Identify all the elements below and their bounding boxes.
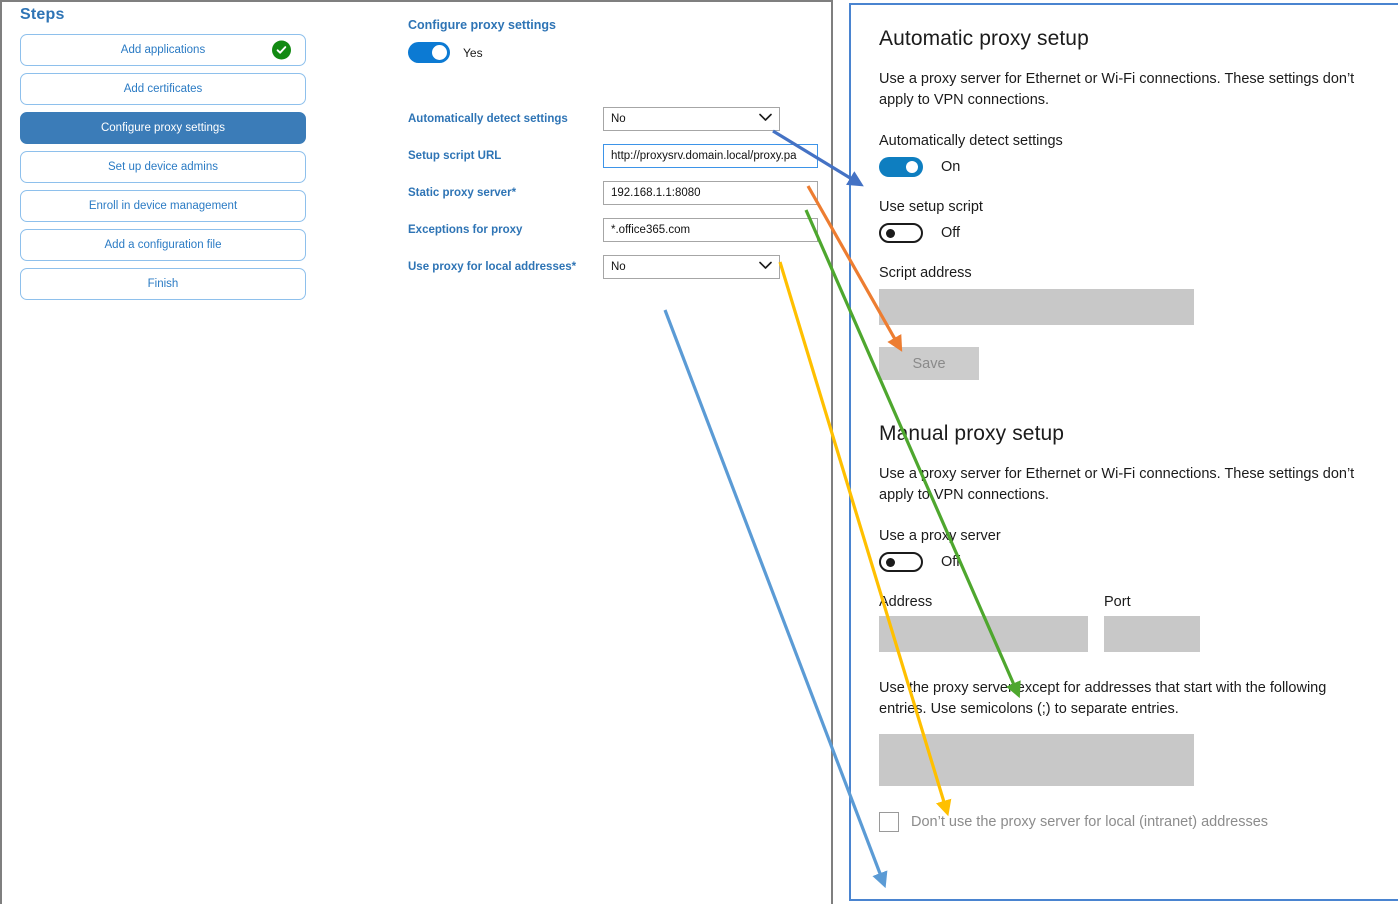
use-a-proxy-server-toggle[interactable]	[879, 552, 923, 573]
input-exceptions-for-proxy[interactable]: *.office365.com	[603, 218, 818, 242]
frame-left-border	[0, 0, 2, 904]
use-a-proxy-server-toggle-row: Off	[879, 552, 1370, 573]
field-label-setup-script-url: Setup script URL	[408, 150, 502, 162]
auto-detect-settings-toggle-row: On	[879, 157, 1370, 178]
step-label: Configure proxy settings	[100, 122, 225, 134]
step-label: Add certificates	[123, 83, 203, 95]
input-value: *.office365.com	[611, 224, 691, 236]
toggle-knob	[906, 161, 918, 174]
step-button-set-up-device-admins[interactable]: Set up device admins	[20, 151, 306, 183]
required-marker: *	[571, 261, 577, 273]
address-port-row: Address Port	[879, 594, 1370, 653]
use-a-proxy-server-label: Use a proxy server	[879, 528, 1001, 545]
step-button-finish[interactable]: Finish	[20, 268, 306, 300]
required-marker: *	[511, 187, 517, 199]
select-use-proxy-for-local-addresses[interactable]: No	[603, 255, 780, 279]
select-value: No	[611, 261, 626, 273]
script-address-label: Script address	[879, 265, 972, 282]
address-input[interactable]	[879, 616, 1088, 653]
vertical-divider	[831, 0, 833, 904]
proxy-configuration-form: Configure proxy settings Yes Automatical…	[408, 18, 818, 292]
field-label-use-proxy-for-local-addresses: Use proxy for local addresses*	[408, 261, 577, 273]
use-setup-script-toggle[interactable]	[879, 223, 923, 244]
frame-top-border	[0, 0, 832, 2]
field-row-use-proxy-for-local-addresses: Use proxy for local addresses* No	[408, 255, 818, 279]
auto-detect-settings-label: Automatically detect settings	[879, 133, 1063, 150]
windows-proxy-settings-panel: Automatic proxy setup Use a proxy server…	[849, 3, 1398, 901]
field-label-static-proxy-server: Static proxy server*	[408, 187, 517, 199]
address-label: Address	[879, 594, 933, 611]
configure-proxy-toggle-label: Yes	[463, 45, 483, 60]
select-value: No	[611, 113, 626, 125]
field-row-setup-script-url: Setup script URL http://proxysrv.domain.…	[408, 144, 818, 168]
form-heading: Configure proxy settings	[408, 18, 556, 32]
automatic-proxy-setup-heading: Automatic proxy setup	[879, 27, 1089, 50]
auto-detect-settings-toggle[interactable]	[879, 157, 923, 178]
script-address-input[interactable]	[879, 289, 1194, 326]
local-addresses-row[interactable]: Don’t use the proxy server for local (in…	[879, 812, 1370, 833]
input-static-proxy-server[interactable]: 192.168.1.1:8080	[603, 181, 818, 205]
input-value: http://proxysrv.domain.local/proxy.pa	[611, 150, 797, 162]
step-label: Add a configuration file	[104, 239, 222, 251]
step-button-add-applications[interactable]: Add applications	[20, 34, 306, 66]
port-label: Port	[1104, 594, 1131, 611]
steps-title: Steps	[20, 6, 65, 23]
chevron-down-icon	[759, 261, 772, 273]
input-value: 192.168.1.1:8080	[611, 187, 701, 199]
toggle-knob	[886, 229, 895, 239]
check-circle-icon	[272, 40, 291, 60]
toggle-knob	[886, 558, 895, 568]
configure-proxy-toggle-row: Yes	[408, 42, 818, 63]
exceptions-description: Use the proxy server except for addresse…	[879, 680, 1327, 718]
step-button-configure-proxy-settings[interactable]: Configure proxy settings	[20, 112, 306, 144]
steps-panel: Steps Add applications Add certificates …	[14, 6, 314, 307]
step-label: Enroll in device management	[88, 200, 238, 212]
field-row-static-proxy-server: Static proxy server* 192.168.1.1:8080	[408, 181, 818, 205]
exceptions-input[interactable]	[879, 734, 1194, 787]
chevron-down-icon	[759, 113, 772, 125]
step-label: Add applications	[120, 44, 206, 56]
select-automatically-detect-settings[interactable]: No	[603, 107, 780, 131]
port-input[interactable]	[1104, 616, 1200, 653]
step-button-add-a-configuration-file[interactable]: Add a configuration file	[20, 229, 306, 261]
step-label: Finish	[147, 278, 179, 290]
use-setup-script-label: Use setup script	[879, 199, 983, 216]
input-setup-script-url[interactable]: http://proxysrv.domain.local/proxy.pa	[603, 144, 818, 168]
step-button-add-certificates[interactable]: Add certificates	[20, 73, 306, 105]
address-group: Address	[879, 594, 1088, 653]
local-addresses-checkbox[interactable]	[879, 812, 899, 833]
use-setup-script-state: Off	[941, 225, 961, 242]
use-setup-script-toggle-row: Off	[879, 223, 1370, 244]
step-button-enroll-in-device-management[interactable]: Enroll in device management	[20, 190, 306, 222]
local-addresses-label: Don’t use the proxy server for local (in…	[911, 814, 1269, 831]
field-row-exceptions-for-proxy: Exceptions for proxy *.office365.com	[408, 218, 818, 242]
field-row-automatically-detect-settings: Automatically detect settings No	[408, 107, 818, 131]
auto-detect-settings-state: On	[941, 159, 961, 176]
field-label-exceptions-for-proxy: Exceptions for proxy	[408, 224, 523, 236]
manual-proxy-description: Use a proxy server for Ethernet or Wi-Fi…	[879, 466, 1355, 504]
manual-proxy-setup-heading: Manual proxy setup	[879, 422, 1065, 446]
configure-proxy-toggle[interactable]	[408, 42, 450, 63]
automatic-proxy-description: Use a proxy server for Ethernet or Wi-Fi…	[879, 71, 1355, 109]
field-label-automatically-detect-settings: Automatically detect settings	[408, 113, 568, 125]
use-a-proxy-server-state: Off	[941, 554, 961, 571]
step-label: Set up device admins	[108, 161, 218, 173]
port-group: Port	[1104, 594, 1200, 653]
toggle-knob	[432, 45, 447, 60]
save-button[interactable]: Save	[879, 347, 979, 381]
